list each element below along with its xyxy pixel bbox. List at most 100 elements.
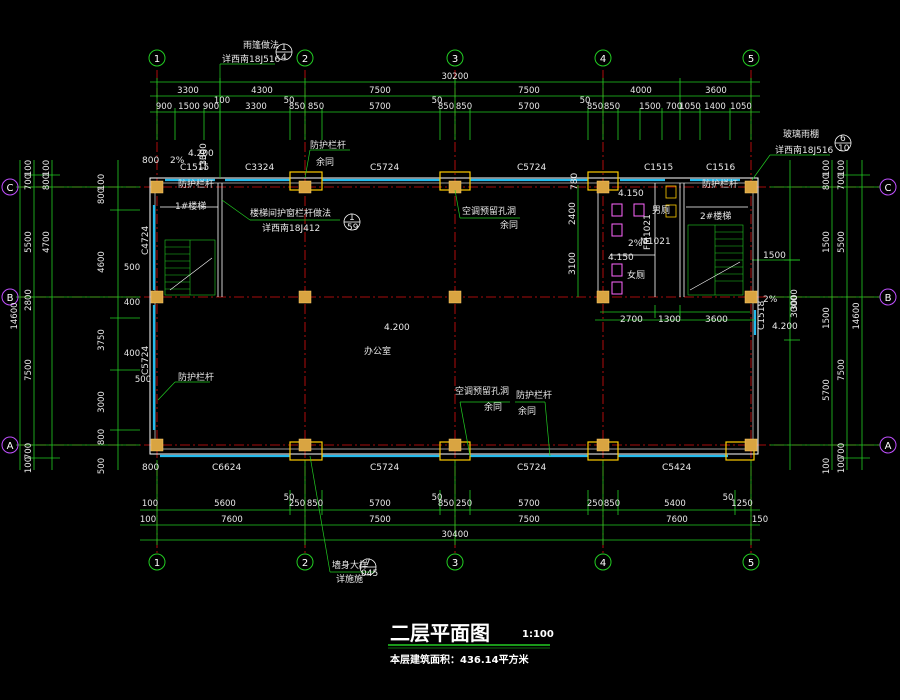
window-tag: C5724 bbox=[370, 463, 399, 473]
dim-bottom-detail: 850 bbox=[438, 499, 454, 509]
elevation-mark: 4.150 bbox=[608, 253, 634, 263]
stair-2-label: 2#楼梯 bbox=[700, 210, 731, 222]
window-tag: C6624 bbox=[212, 463, 241, 473]
window-tag: C5724 bbox=[141, 346, 151, 375]
dim-left-small: 400 bbox=[124, 349, 140, 359]
axis-bubbles bbox=[1, 49, 897, 571]
dim-top-detail: 1400 bbox=[704, 102, 726, 112]
dim-bottom-detail: 250 bbox=[587, 499, 603, 509]
dim-top-detail: 50 bbox=[432, 96, 443, 106]
dim-top-detail: 50 bbox=[580, 96, 591, 106]
drawing-scale: 1:100 bbox=[522, 629, 554, 640]
dim-bottom-detail: 50 bbox=[284, 493, 295, 503]
title-block: 二层平面图 1:100 本层建筑面积：436.14平方米 bbox=[388, 621, 554, 666]
dim-left-inner: 3000 bbox=[97, 391, 107, 413]
wall-detail-sub: 详施施 bbox=[336, 573, 363, 585]
dim-right-inner: 1500 bbox=[822, 231, 832, 253]
dims-top: 30200 3300 4300 7500 7500 4000 3600 900 … bbox=[156, 72, 752, 112]
drawing-title: 二层平面图 bbox=[390, 621, 490, 645]
dim-left-outer: 5500 bbox=[24, 231, 34, 253]
dim-top-detail: 850 bbox=[456, 102, 472, 112]
axis-row-b-right: B bbox=[885, 293, 892, 304]
dim-top-span: 4000 bbox=[630, 86, 652, 96]
dim-top-detail: 1050 bbox=[679, 102, 701, 112]
dim-left-small: 100 bbox=[97, 174, 107, 190]
window-tag: C1516 bbox=[706, 163, 735, 173]
dim-top-detail: 1500 bbox=[639, 102, 661, 112]
canopy-callout-sheet: 4 bbox=[281, 53, 287, 63]
dim-top-span: 7500 bbox=[369, 86, 391, 96]
dim-left-small: 500 bbox=[97, 458, 107, 474]
window-tag: C5724 bbox=[517, 463, 546, 473]
dim-top-detail: 850 bbox=[308, 102, 324, 112]
office-label: 办公室 bbox=[364, 345, 391, 357]
axis-col-1-bottom: 1 bbox=[154, 558, 160, 569]
dim-left-outer: 100 bbox=[24, 160, 34, 176]
dim-right-inner: 3000 bbox=[790, 289, 800, 311]
dim-bottom-detail: 50 bbox=[432, 493, 443, 503]
stair-rail-atlas: 详西南18J412 bbox=[262, 222, 320, 234]
dim-inner: 1300 bbox=[658, 315, 681, 325]
axis-col-5: 5 bbox=[748, 54, 754, 65]
ac-hole-sub: 余同 bbox=[500, 219, 518, 231]
male-wc-label: 男厕 bbox=[652, 205, 670, 216]
dim-top-detail: 850 bbox=[587, 102, 603, 112]
dim-top-overall: 30200 bbox=[441, 72, 468, 82]
dim-left-small: 500 bbox=[135, 375, 151, 385]
window-tag: C1515 bbox=[180, 163, 209, 173]
dim-inner: 1300 bbox=[199, 143, 209, 166]
dim-top-detail: 850 bbox=[604, 102, 620, 112]
dimension-lines bbox=[16, 78, 880, 545]
rail-top-label: 防护栏杆 bbox=[178, 178, 214, 190]
slope-mark: 2% bbox=[170, 156, 185, 166]
ac-hole-label: 空调预留孔洞 bbox=[462, 205, 516, 217]
axis-col-3: 3 bbox=[452, 54, 458, 65]
dim-top-span: 3600 bbox=[705, 86, 727, 96]
rail-label: 防护栏杆 bbox=[310, 139, 346, 151]
axis-col-4-bottom: 4 bbox=[600, 558, 606, 569]
dim-top-detail: 5700 bbox=[518, 102, 540, 112]
dim-bottom-span: 7500 bbox=[518, 515, 540, 525]
window-tag: C5724 bbox=[517, 163, 546, 173]
dim-bottom-detail: 1250 bbox=[731, 499, 753, 509]
dim-inner: 2400 bbox=[568, 202, 578, 225]
dim-bottom-overall: 30400 bbox=[441, 530, 468, 540]
dim-inner: 800 bbox=[142, 156, 159, 166]
window-tag: C1515 bbox=[644, 163, 673, 173]
rail-2-sub: 余同 bbox=[518, 405, 536, 417]
stair-2 bbox=[687, 224, 744, 296]
wall-callout-no: 7 bbox=[365, 558, 371, 568]
dim-right-small: 100 bbox=[822, 458, 832, 474]
dim-bottom-detail: 50 bbox=[723, 493, 734, 503]
stair-rail-callout-sheet: 59 bbox=[347, 223, 359, 233]
dim-left-outer: 2800 bbox=[24, 289, 34, 311]
axis-col-1: 1 bbox=[154, 54, 160, 65]
axis-row-a-right: A bbox=[885, 441, 892, 452]
window-tag: C5724 bbox=[370, 163, 399, 173]
dim-left-outer: 100 bbox=[24, 457, 34, 473]
dim-inner: 800 bbox=[142, 463, 159, 473]
slope-mark: 2% bbox=[763, 295, 778, 305]
dim-left-inner: 800 bbox=[42, 174, 52, 190]
dim-bottom-detail: 100 bbox=[142, 499, 158, 509]
dim-bottom-span: 7500 bbox=[369, 515, 391, 525]
dim-top-detail: 1500 bbox=[178, 102, 200, 112]
rail-3-label: 防护栏杆 bbox=[178, 371, 214, 383]
dim-bottom-detail: 250 bbox=[289, 499, 305, 509]
annotations: 雨篷做法 详西南18J516 1 4 防护栏杆 余同 楼梯间护窗栏杆做法 详西南… bbox=[141, 39, 850, 585]
dim-right-overall: 14600 bbox=[852, 302, 862, 329]
dim-left-inner: 4700 bbox=[42, 231, 52, 253]
dim-left-outer: 7500 bbox=[24, 359, 34, 381]
dim-inner: 1500 bbox=[763, 251, 786, 261]
dim-top-detail: 850 bbox=[438, 102, 454, 112]
rail-label-sub: 余同 bbox=[316, 156, 334, 168]
stair-rail-label: 楼梯间护窗栏杆做法 bbox=[250, 207, 331, 219]
dim-top-span: 4300 bbox=[251, 86, 273, 96]
dim-inner: 3000 bbox=[790, 295, 800, 318]
leader-lines bbox=[157, 63, 830, 573]
toilet-fixtures bbox=[611, 185, 677, 295]
dim-inner: 2700 bbox=[620, 315, 643, 325]
ac-hole-2-label: 空调预留孔洞 bbox=[455, 385, 509, 397]
slope-mark: 2% bbox=[628, 239, 643, 249]
dim-top-detail: 100 bbox=[214, 96, 230, 106]
